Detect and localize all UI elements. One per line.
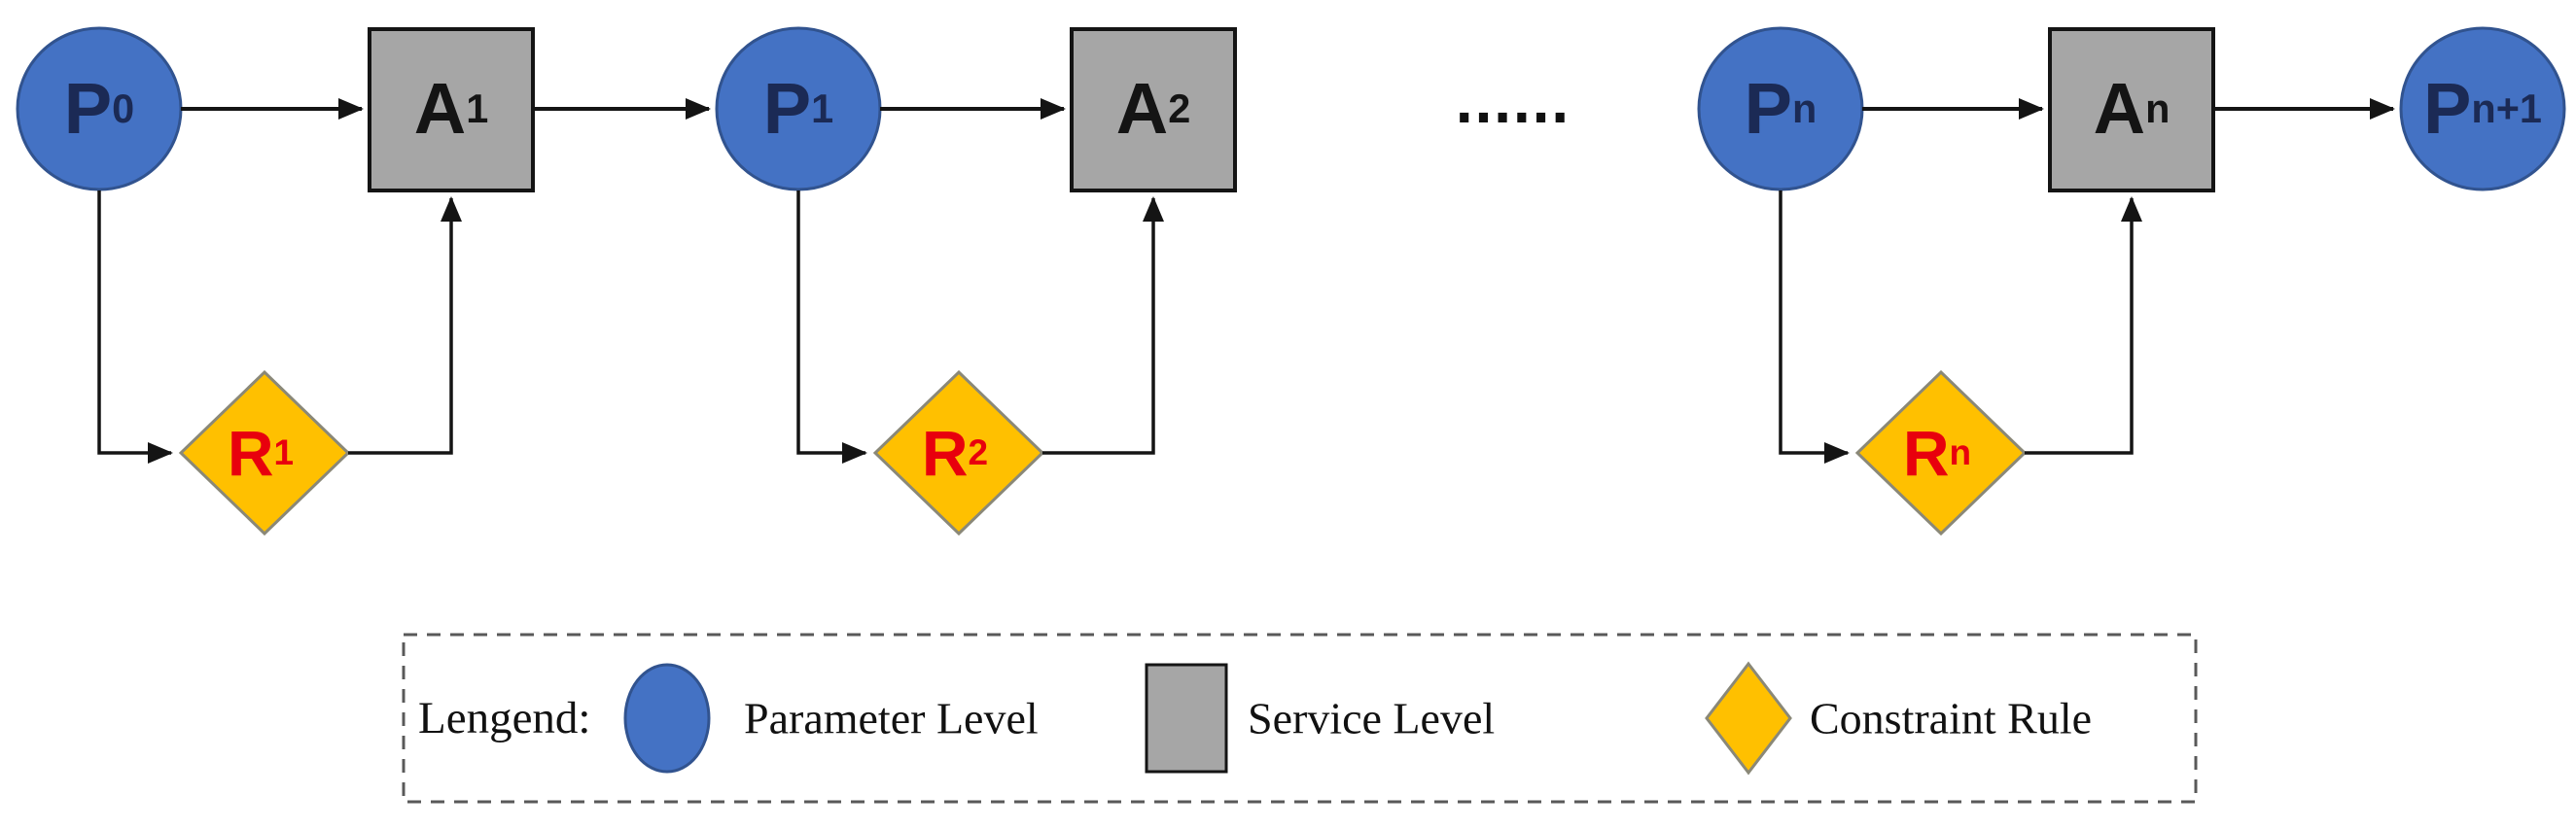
elbow-connector-p1-r2: [796, 190, 867, 464]
service-node-an-shape: [2048, 27, 2215, 192]
service-node-a2-shape: [1070, 27, 1237, 192]
legend-item-parameter-label: Parameter Level: [744, 693, 1039, 743]
elbow-connector-pn-rn: [1779, 190, 1850, 464]
legend-title: Lengend:: [418, 693, 591, 743]
parameter-node-p1-shape: [715, 26, 882, 191]
elbow-connector-r1-a1: [348, 196, 462, 455]
service-node-a1-shape: [368, 27, 535, 192]
ellipsis-dots: ......: [1447, 73, 1576, 136]
parameter-node-pn1-shape: [2399, 26, 2566, 191]
parameter-node-p0-shape: [16, 26, 183, 191]
legend-item-service-label: Service Level: [1248, 693, 1496, 743]
constraint-diamond-icon: [1705, 661, 1792, 776]
parameter-node-pn-shape: [1697, 26, 1864, 191]
elbow-connector-r2-a2: [1042, 196, 1164, 455]
elbow-connector-rn-an: [2025, 196, 2142, 455]
legend-box: Lengend: Parameter Level Service Level C…: [404, 635, 2196, 802]
rule-node-r2-shape: [872, 369, 1045, 536]
service-square-icon: [1145, 663, 1228, 774]
parameter-circle-icon: [623, 663, 711, 774]
legend-item-constraint-label: Constraint Rule: [1810, 693, 2093, 743]
rule-node-rn-shape: [1854, 369, 2028, 536]
elbow-connector-p0-r1: [97, 190, 173, 464]
legend-box-border: [402, 633, 2198, 804]
rule-node-r1-shape: [178, 369, 351, 536]
